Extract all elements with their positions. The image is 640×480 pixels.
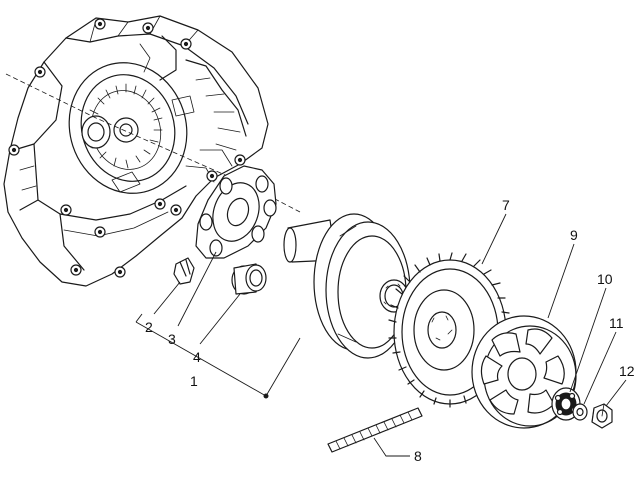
callout-9: 9 bbox=[570, 227, 578, 243]
callout-1: 1 bbox=[190, 373, 198, 389]
fixed-pulley-half bbox=[283, 213, 411, 359]
crankcase-housing bbox=[3, 15, 269, 287]
callout-3: 3 bbox=[168, 331, 176, 347]
bearing-assembly bbox=[551, 387, 581, 421]
callout-10: 10 bbox=[597, 271, 613, 287]
fan-pulley bbox=[471, 315, 577, 429]
fan-blades bbox=[480, 328, 565, 415]
roller-weight-plate bbox=[195, 165, 277, 259]
housing-bolt-holes bbox=[8, 18, 246, 278]
slider-part bbox=[173, 257, 195, 285]
hex-nut bbox=[591, 403, 613, 429]
callout-leaders bbox=[135, 213, 627, 457]
spacer-bushing bbox=[231, 263, 267, 295]
callout-7: 7 bbox=[502, 197, 510, 213]
callout-4: 4 bbox=[193, 349, 201, 365]
callout-11: 11 bbox=[609, 315, 624, 331]
callout-8: 8 bbox=[414, 448, 422, 464]
callout-2: 2 bbox=[145, 319, 153, 335]
washer bbox=[572, 403, 588, 421]
callout-12: 12 bbox=[619, 363, 635, 379]
callout-labels: 1 2 3 4 7 8 9 10 11 12 bbox=[145, 197, 635, 464]
drive-belt bbox=[327, 407, 423, 453]
